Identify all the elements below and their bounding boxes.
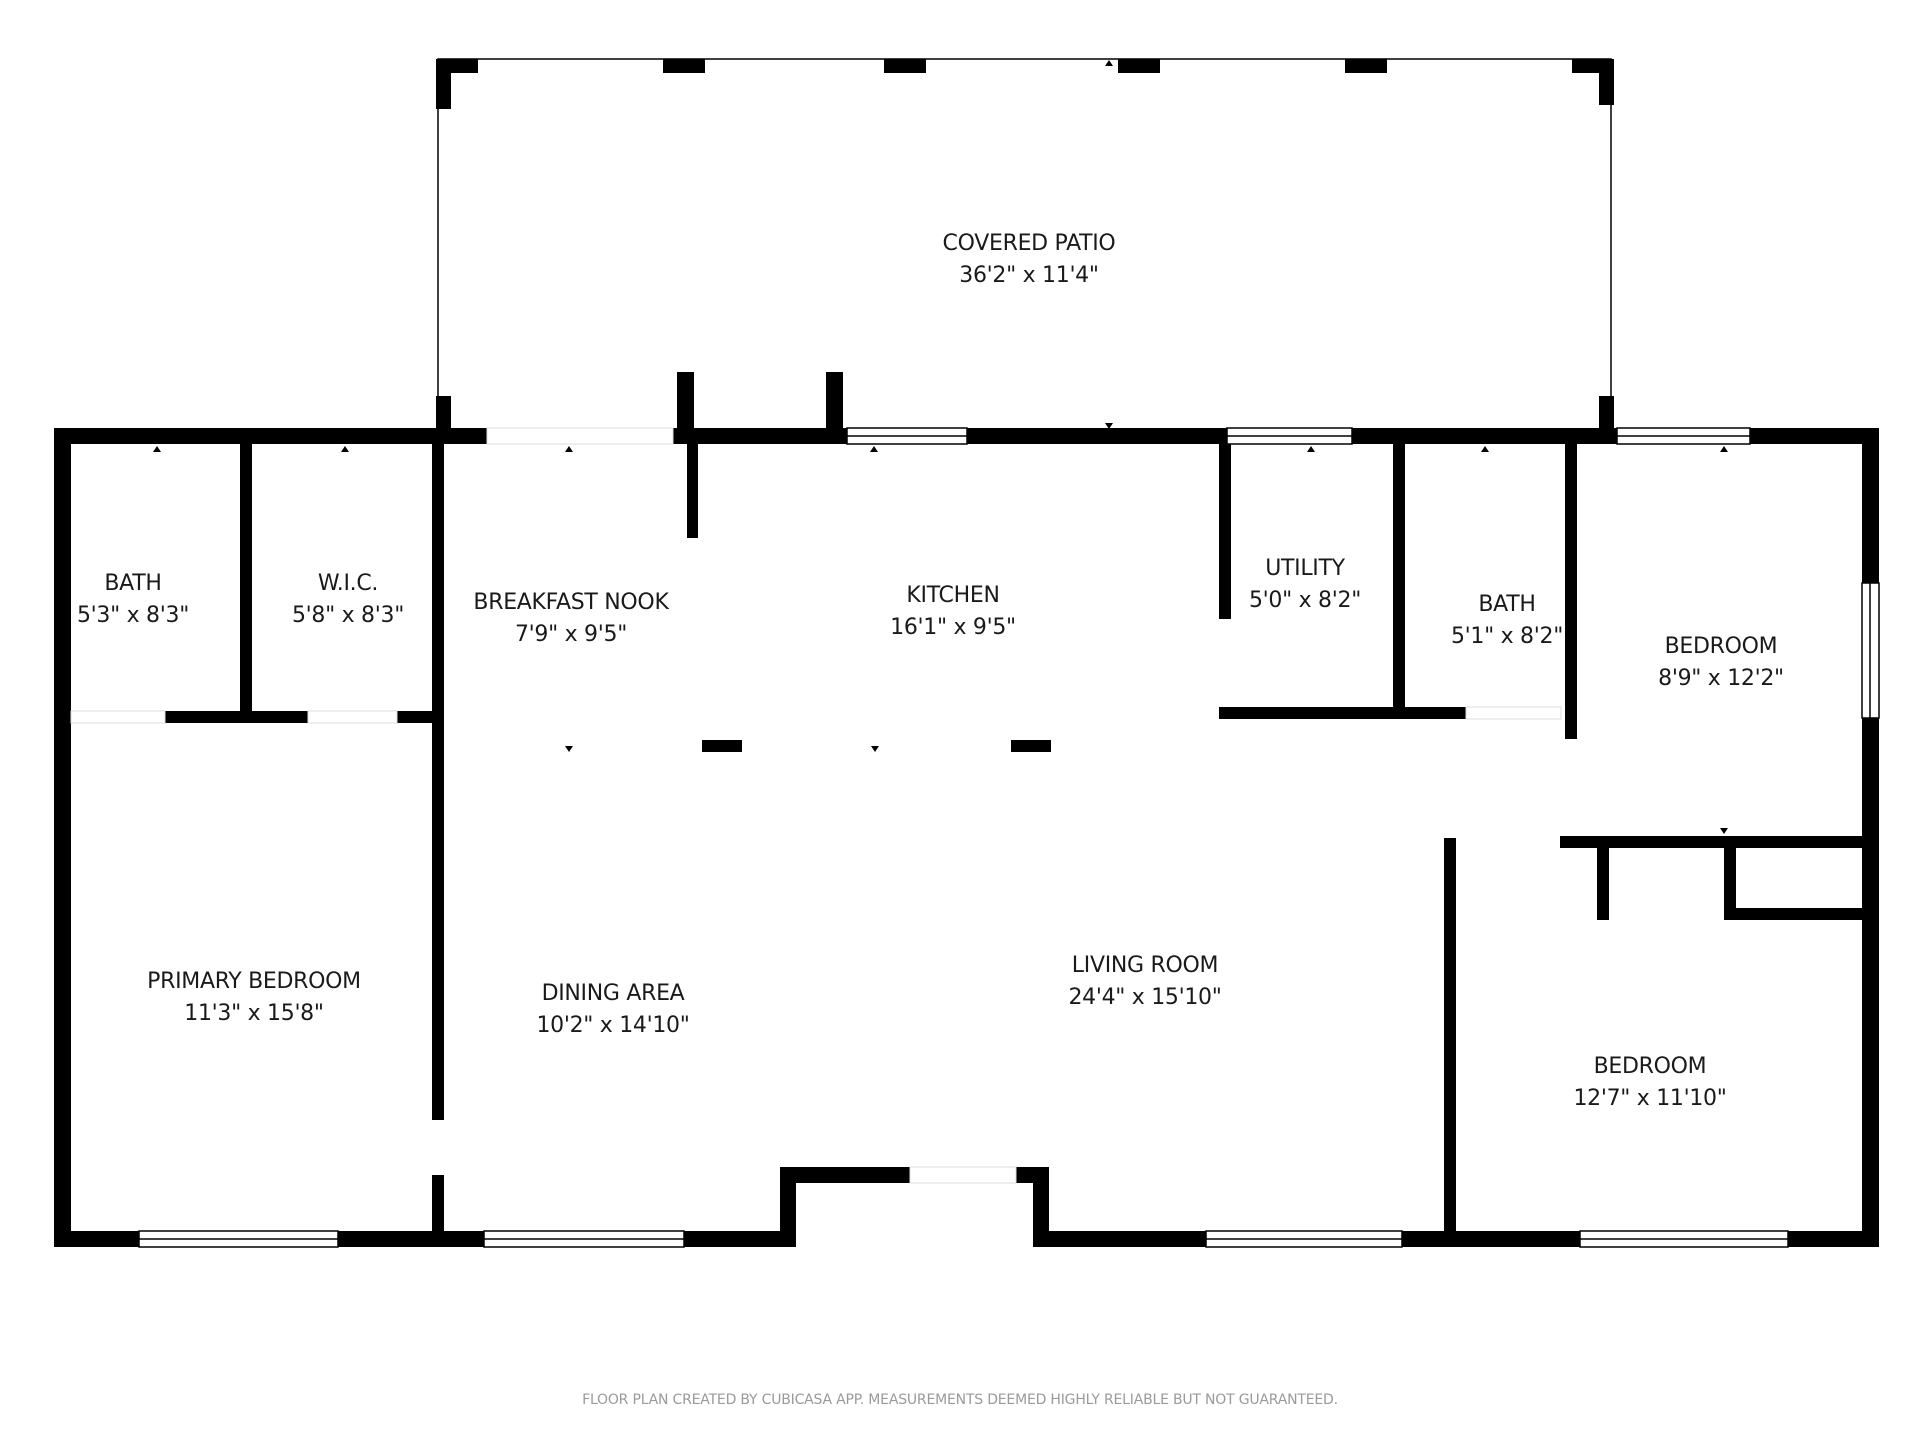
room-name: UTILITY — [1265, 556, 1345, 581]
patio-outline — [437, 58, 1612, 434]
dimension-markers — [153, 60, 1728, 834]
room-dims: 24'4" x 15'10" — [1068, 985, 1222, 1010]
room-bedroom-1: BEDROOM 8'9" x 12'2" — [1658, 631, 1784, 695]
room-name: BATH — [104, 571, 162, 596]
room-name: BATH — [1478, 592, 1536, 617]
footer-disclaimer: FLOOR PLAN CREATED BY CUBICASA APP. MEAS… — [582, 1392, 1338, 1408]
room-covered-patio: COVERED PATIO 36'2" x 11'4" — [943, 228, 1116, 292]
room-bedroom-2: BEDROOM 12'7" x 11'10" — [1573, 1051, 1726, 1115]
room-wic: W.I.C. 5'8" x 8'3" — [292, 568, 404, 632]
room-dims: 7'9" x 9'5" — [514, 622, 628, 647]
room-name: PRIMARY BEDROOM — [147, 969, 361, 994]
room-living-room: LIVING ROOM 24'4" x 15'10" — [1068, 950, 1221, 1014]
exterior-walls — [54, 372, 1879, 1247]
room-utility: UTILITY 5'0" x 8'2" — [1249, 553, 1361, 617]
room-bath-1: BATH 5'3" x 8'3" — [77, 568, 189, 632]
room-dims: 36'2" x 11'4" — [959, 263, 1099, 288]
room-dims: 10'2" x 14'10" — [536, 1013, 690, 1038]
room-name: BREAKFAST NOOK — [473, 590, 669, 615]
room-name: KITCHEN — [906, 583, 1000, 608]
room-kitchen: KITCHEN 16'1" x 9'5" — [890, 580, 1016, 644]
room-dims: 5'0" x 8'2" — [1248, 588, 1362, 613]
room-name: LIVING ROOM — [1071, 953, 1219, 978]
room-primary-bedroom: PRIMARY BEDROOM 11'3" x 15'8" — [147, 966, 361, 1030]
room-dims: 5'8" x 8'3" — [291, 603, 405, 628]
interior-walls — [165, 444, 1869, 1246]
patio-posts — [436, 59, 1614, 436]
door-openings — [70, 427, 1562, 1184]
room-dims: 12'7" x 11'10" — [1573, 1086, 1727, 1111]
room-dims: 5'3" x 8'3" — [76, 603, 190, 628]
room-name: COVERED PATIO — [942, 231, 1116, 256]
room-name: BEDROOM — [1664, 634, 1778, 659]
room-name: BEDROOM — [1593, 1054, 1707, 1079]
room-breakfast-nook: BREAKFAST NOOK 7'9" x 9'5" — [473, 587, 668, 651]
windows — [138, 427, 1880, 1248]
room-bath-2: BATH 5'1" x 8'2" — [1451, 589, 1563, 653]
room-name: DINING AREA — [541, 981, 685, 1006]
room-dining-area: DINING AREA 10'2" x 14'10" — [536, 978, 689, 1042]
room-dims: 5'1" x 8'2" — [1450, 624, 1564, 649]
room-dims: 8'9" x 12'2" — [1658, 666, 1784, 691]
room-dims: 11'3" x 15'8" — [184, 1001, 324, 1026]
room-name: W.I.C. — [317, 571, 379, 596]
room-dims: 16'1" x 9'5" — [890, 615, 1016, 640]
